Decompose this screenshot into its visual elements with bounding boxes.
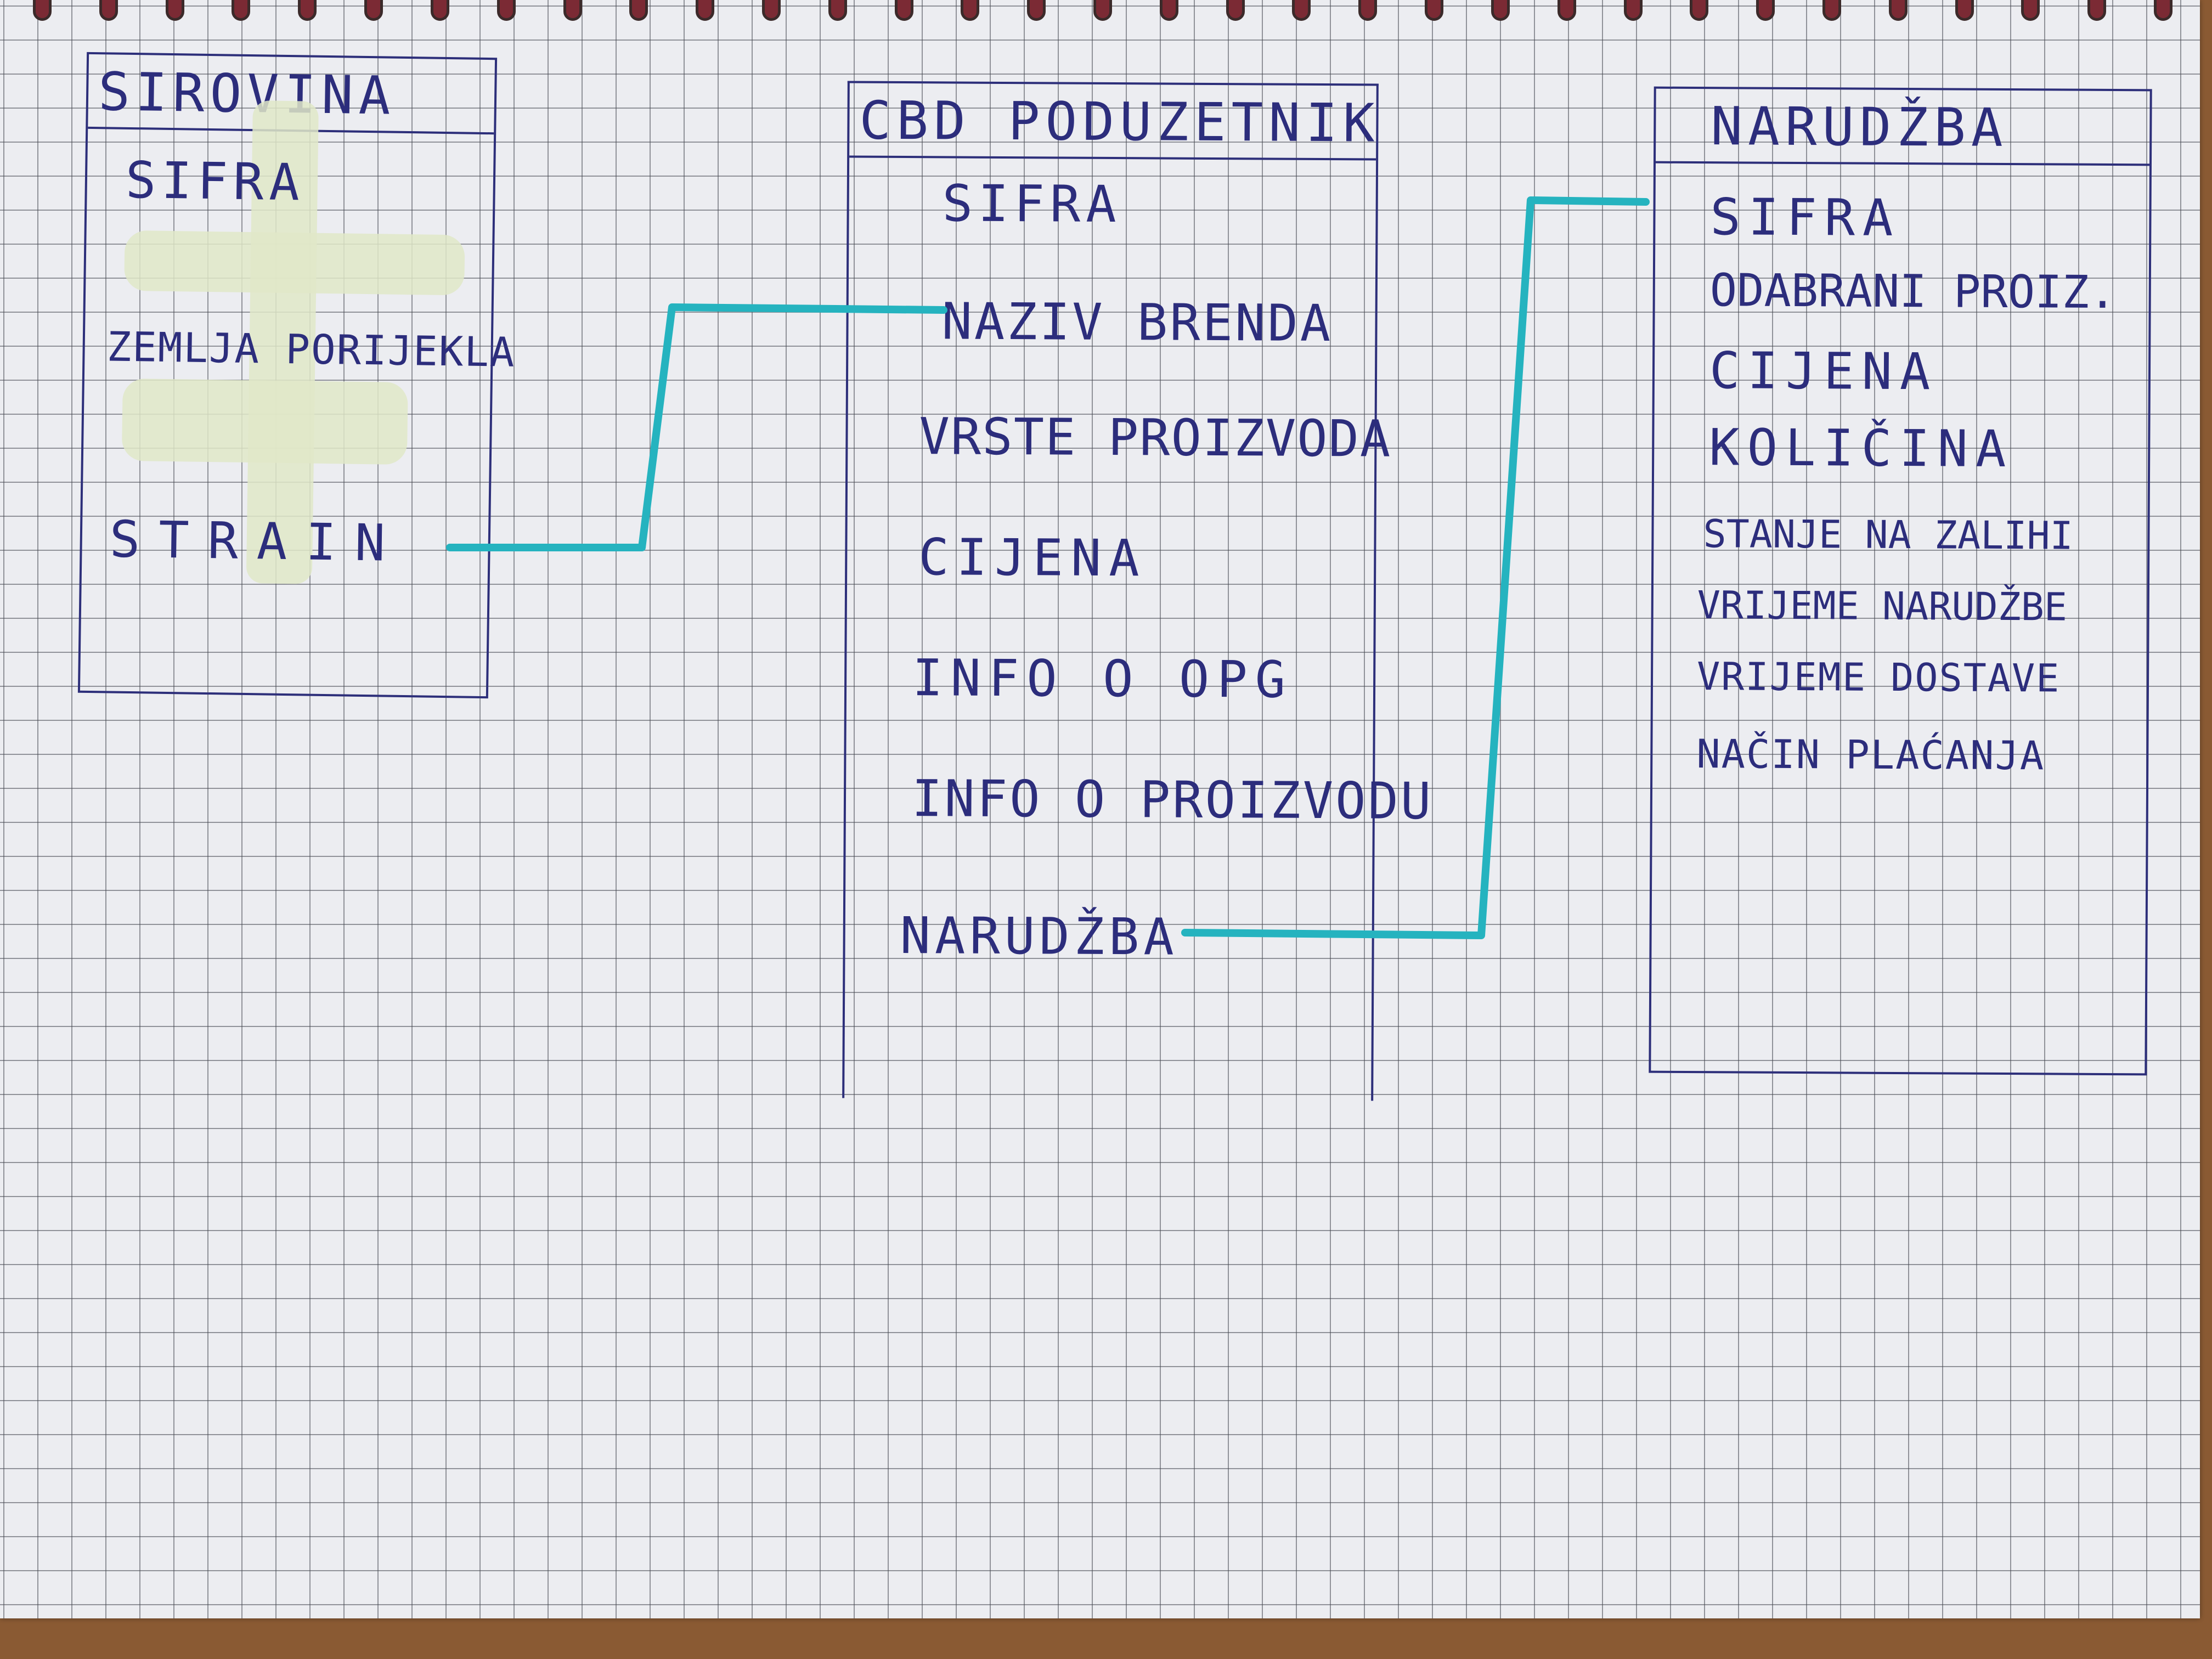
spiral-ring xyxy=(1623,0,1643,21)
spiral-ring xyxy=(696,0,715,21)
spiral-ring xyxy=(828,0,847,21)
spiral-ring xyxy=(1491,0,1510,21)
spiral-ring xyxy=(1557,0,1576,21)
spiral-ring xyxy=(430,0,449,21)
spiral-ring xyxy=(99,0,118,21)
spiral-ring xyxy=(1226,0,1245,21)
spiral-ring xyxy=(1159,0,1178,21)
relationship-line-narudzba-sifra xyxy=(1181,196,1650,939)
relationship-line-strain-naziv-brenda xyxy=(446,303,947,551)
spiral-ring xyxy=(1822,0,1841,21)
spiral-ring xyxy=(33,0,52,21)
spiral-ring xyxy=(1756,0,1775,21)
relationship-lines xyxy=(446,196,1650,939)
spiral-ring xyxy=(2087,0,2107,21)
spiral-ring xyxy=(1690,0,1709,21)
spiral-ring xyxy=(2021,0,2040,21)
spiral-ring xyxy=(1425,0,1444,21)
spiral-ring xyxy=(894,0,913,21)
spiral-ring xyxy=(1027,0,1046,21)
spiral-ring xyxy=(1888,0,1908,21)
spiral-ring xyxy=(1093,0,1112,21)
spiral-ring xyxy=(298,0,317,21)
spiral-ring xyxy=(2154,0,2172,21)
spiral-binding xyxy=(33,0,2172,27)
spiral-ring xyxy=(232,0,251,21)
spiral-ring xyxy=(1955,0,1974,21)
spiral-ring xyxy=(563,0,582,21)
spiral-ring xyxy=(761,0,781,21)
spiral-ring xyxy=(629,0,648,21)
spiral-ring xyxy=(364,0,383,21)
spiral-ring xyxy=(1292,0,1311,21)
spiral-ring xyxy=(1358,0,1378,21)
spiral-ring xyxy=(961,0,980,21)
spiral-ring xyxy=(165,0,184,21)
notebook-page: SIROVINA SIFRA ZEMLJA PORIJEKLA STRAIN C… xyxy=(0,0,2200,1618)
spiral-ring xyxy=(496,0,516,21)
